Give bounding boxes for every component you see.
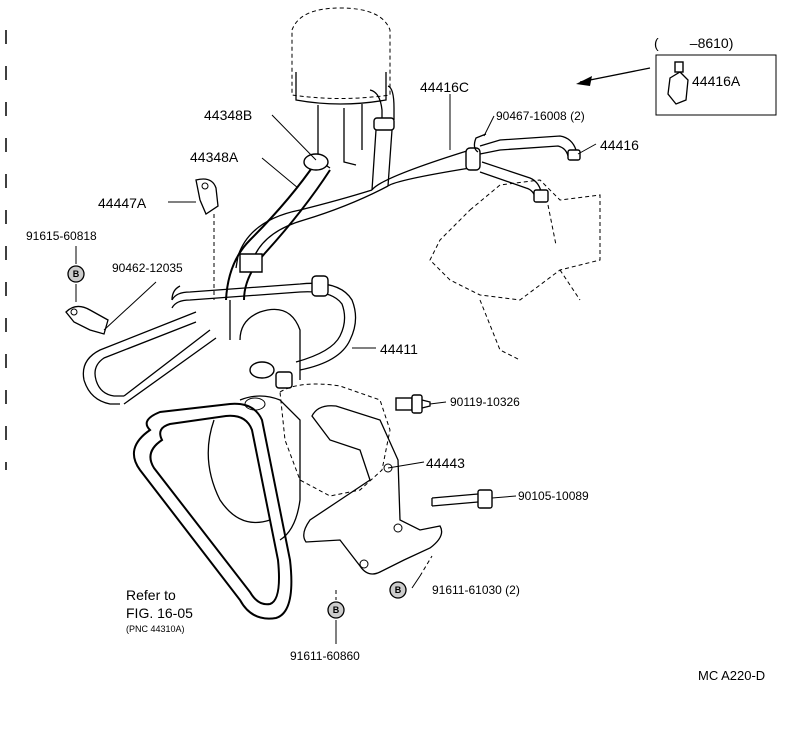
label-90119: 90119-10326 xyxy=(450,395,520,409)
return-hose xyxy=(371,129,481,191)
label-44447A: 44447A xyxy=(98,195,147,211)
label-91615: 91615-60818 xyxy=(26,229,97,243)
label-90462: 90462-12035 xyxy=(112,261,183,275)
badge-b-3: B xyxy=(327,601,345,619)
refer-line-1: Refer to xyxy=(126,587,176,603)
bracket-note: ( –8610) xyxy=(654,35,733,51)
label-91611-60860: 91611-60860 xyxy=(290,649,360,663)
refer-line-2: FIG. 16-05 xyxy=(126,605,193,621)
bolt-90105 xyxy=(431,489,493,509)
badge-letter: B xyxy=(73,269,80,279)
label-44348A: 44348A xyxy=(190,149,239,165)
suction-hose xyxy=(225,153,331,301)
clip-90462 xyxy=(65,305,109,335)
footer-code: MC A220-D xyxy=(698,668,765,683)
clip-box xyxy=(655,54,777,116)
badge-letter: B xyxy=(395,585,402,595)
reservoir-tank xyxy=(291,7,395,169)
label-44416A: 44416A xyxy=(692,73,741,89)
label-90105: 90105-10089 xyxy=(518,489,589,503)
refer-line-3: (PNC 44310A) xyxy=(126,624,185,634)
label-44416: 44416 xyxy=(600,137,639,153)
badge-b-2: B xyxy=(389,581,407,599)
label-44411: 44411 xyxy=(380,341,418,357)
bracket-44443 xyxy=(303,405,443,575)
arrow-head xyxy=(576,76,592,86)
feed-line xyxy=(235,185,389,273)
badge-letter: B xyxy=(333,605,340,615)
pressure-pipe xyxy=(473,133,581,203)
badge-b-1: B xyxy=(67,265,85,283)
label-91611-61030: 91611-61030 (2) xyxy=(432,583,520,597)
label-44416C: 44416C xyxy=(420,79,469,95)
clamp-44447A xyxy=(195,178,219,300)
engine-block xyxy=(429,179,601,361)
leader-lines xyxy=(75,94,597,644)
label-44443: 44443 xyxy=(426,455,465,471)
label-44348B: 44348B xyxy=(204,107,252,123)
label-90467: 90467-16008 (2) xyxy=(496,109,585,123)
bolt-90119 xyxy=(395,394,431,414)
return-tube xyxy=(82,275,357,405)
power-steering-pump xyxy=(239,308,391,541)
drive-belt xyxy=(132,402,293,620)
